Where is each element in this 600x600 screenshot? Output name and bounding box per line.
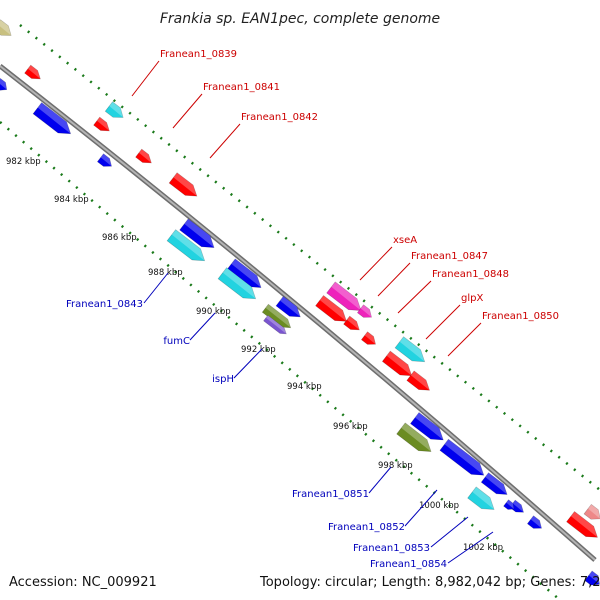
gene-label-franean1-0851: Franean1_0851 [292,489,369,500]
gene-label-franean1-0847: Franean1_0847 [411,251,488,262]
gene-arrow-31 [503,499,515,510]
gene-arrow-26 [396,422,432,452]
gene-arrow-4 [104,101,124,118]
tick-label-988-kbp: 988 kbp [148,268,183,278]
tick-label-986-kbp: 986 kbp [102,233,137,243]
accession-text: Accession: NC_009921 [9,575,157,590]
gene-arrow-6 [32,102,72,135]
gene-labels: Franean1_0839Franean1_0841Franean1_0842x… [66,49,559,570]
gene-arrow-9 [168,172,198,197]
gene-arrow-33 [566,511,598,538]
gene-arrow-11 [166,229,206,262]
gene-arrow-21 [360,331,376,345]
tick-label-1002-kbp: 1002 kbp [463,543,503,553]
gene-arrow-24 [406,370,430,391]
genome-backbone [0,64,597,562]
tick-label-998-kbp: 998 kbp [378,461,413,471]
tick-label-984-kbp: 984 kbp [54,195,89,205]
gene-features [0,19,600,586]
gene-arrow-32 [526,515,542,529]
gene-arrow-14 [275,295,301,318]
tick-label-996-kbp: 996 kbp [333,422,368,432]
gene-arrow-7 [96,153,112,167]
label-leader-lines [131,60,494,564]
gene-label-franean1-0850: Franean1_0850 [482,311,559,322]
leader-franean1-0851 [368,466,392,494]
gene-arrow-3 [0,77,8,91]
gene-arrow-1 [0,19,12,36]
gene-label-franean1-0854: Franean1_0854 [370,559,447,570]
gene-label-franean1-0841: Franean1_0841 [203,82,280,93]
tick-label-1000-kbp: 1000 kbp [419,501,459,511]
gene-arrow-8 [135,148,152,164]
gene-arrow-35 [584,570,600,586]
gene-arrow-20 [343,315,360,331]
gene-arrow-34 [583,503,600,520]
leader-franean1-0848 [397,280,432,314]
leader-franean1-0839 [131,60,160,97]
gene-arrow-19 [315,295,347,322]
leader-franean1-0847 [377,262,411,297]
gene-label-isph: ispH [212,374,234,385]
gene-arrow-23 [381,350,413,377]
leader-franean1-0843 [143,272,169,304]
gene-arrow-10 [179,218,215,248]
gene-arrow-13 [217,267,257,300]
leader-franean1-0842 [209,123,241,159]
leader-franean1-0841 [172,93,203,129]
leader-glpx [425,304,461,340]
gene-arrow-2 [24,64,41,80]
gene-label-franean1-0839: Franean1_0839 [160,49,237,60]
gene-arrow-16 [263,314,287,335]
gene-label-glpx: glpX [461,293,483,304]
gene-arrow-22 [394,336,426,363]
gene-label-franean1-0848: Franean1_0848 [432,269,509,280]
gene-label-franean1-0853: Franean1_0853 [353,543,430,554]
leader-franean1-0852 [404,489,438,527]
tick-label-994-kbp: 994 kbp [287,382,322,392]
gene-arrow-25 [410,412,444,441]
gene-label-franean1-0852: Franean1_0852 [328,522,405,533]
gene-arrow-28 [480,472,508,495]
gene-label-franean1-0842: Franean1_0842 [241,112,318,123]
gene-label-franean1-0843: Franean1_0843 [66,299,143,310]
dotted-guide-1 [19,24,600,491]
gene-arrow-5 [93,116,110,132]
gene-arrow-15 [261,303,292,329]
gene-arrow-29 [467,486,495,510]
leader-franean1-0854 [447,531,494,564]
gene-label-fumc: fumC [163,336,190,347]
leader-franean1-0850 [447,322,482,357]
tick-label-992-kbp: 992 kbp [241,345,276,355]
gene-arrow-18 [356,304,372,318]
leader-xsea [359,246,393,281]
summary-text: Topology: circular; Length: 8,982,042 bp… [259,575,600,590]
dotted-guides [0,24,600,600]
tick-label-982-kbp: 982 kbp [6,157,41,167]
gene-arrow-12 [226,258,262,288]
tick-label-990-kbp: 990 kbp [196,307,231,317]
map-title: Frankia sp. EAN1pec, complete genome [160,11,440,27]
leader-isph [233,348,263,379]
dotted-guide-2 [0,121,561,600]
gene-arrow-17 [326,281,362,311]
gene-label-xsea: xseA [393,235,417,246]
gene-arrow-27 [439,438,485,476]
leader-fumc [189,312,216,341]
kbp-tick-labels: 982 kbp 984 kbp 986 kbp 988 kbp 990 kbp 992 k… [6,157,503,553]
leader-franean1-0853 [430,516,469,548]
